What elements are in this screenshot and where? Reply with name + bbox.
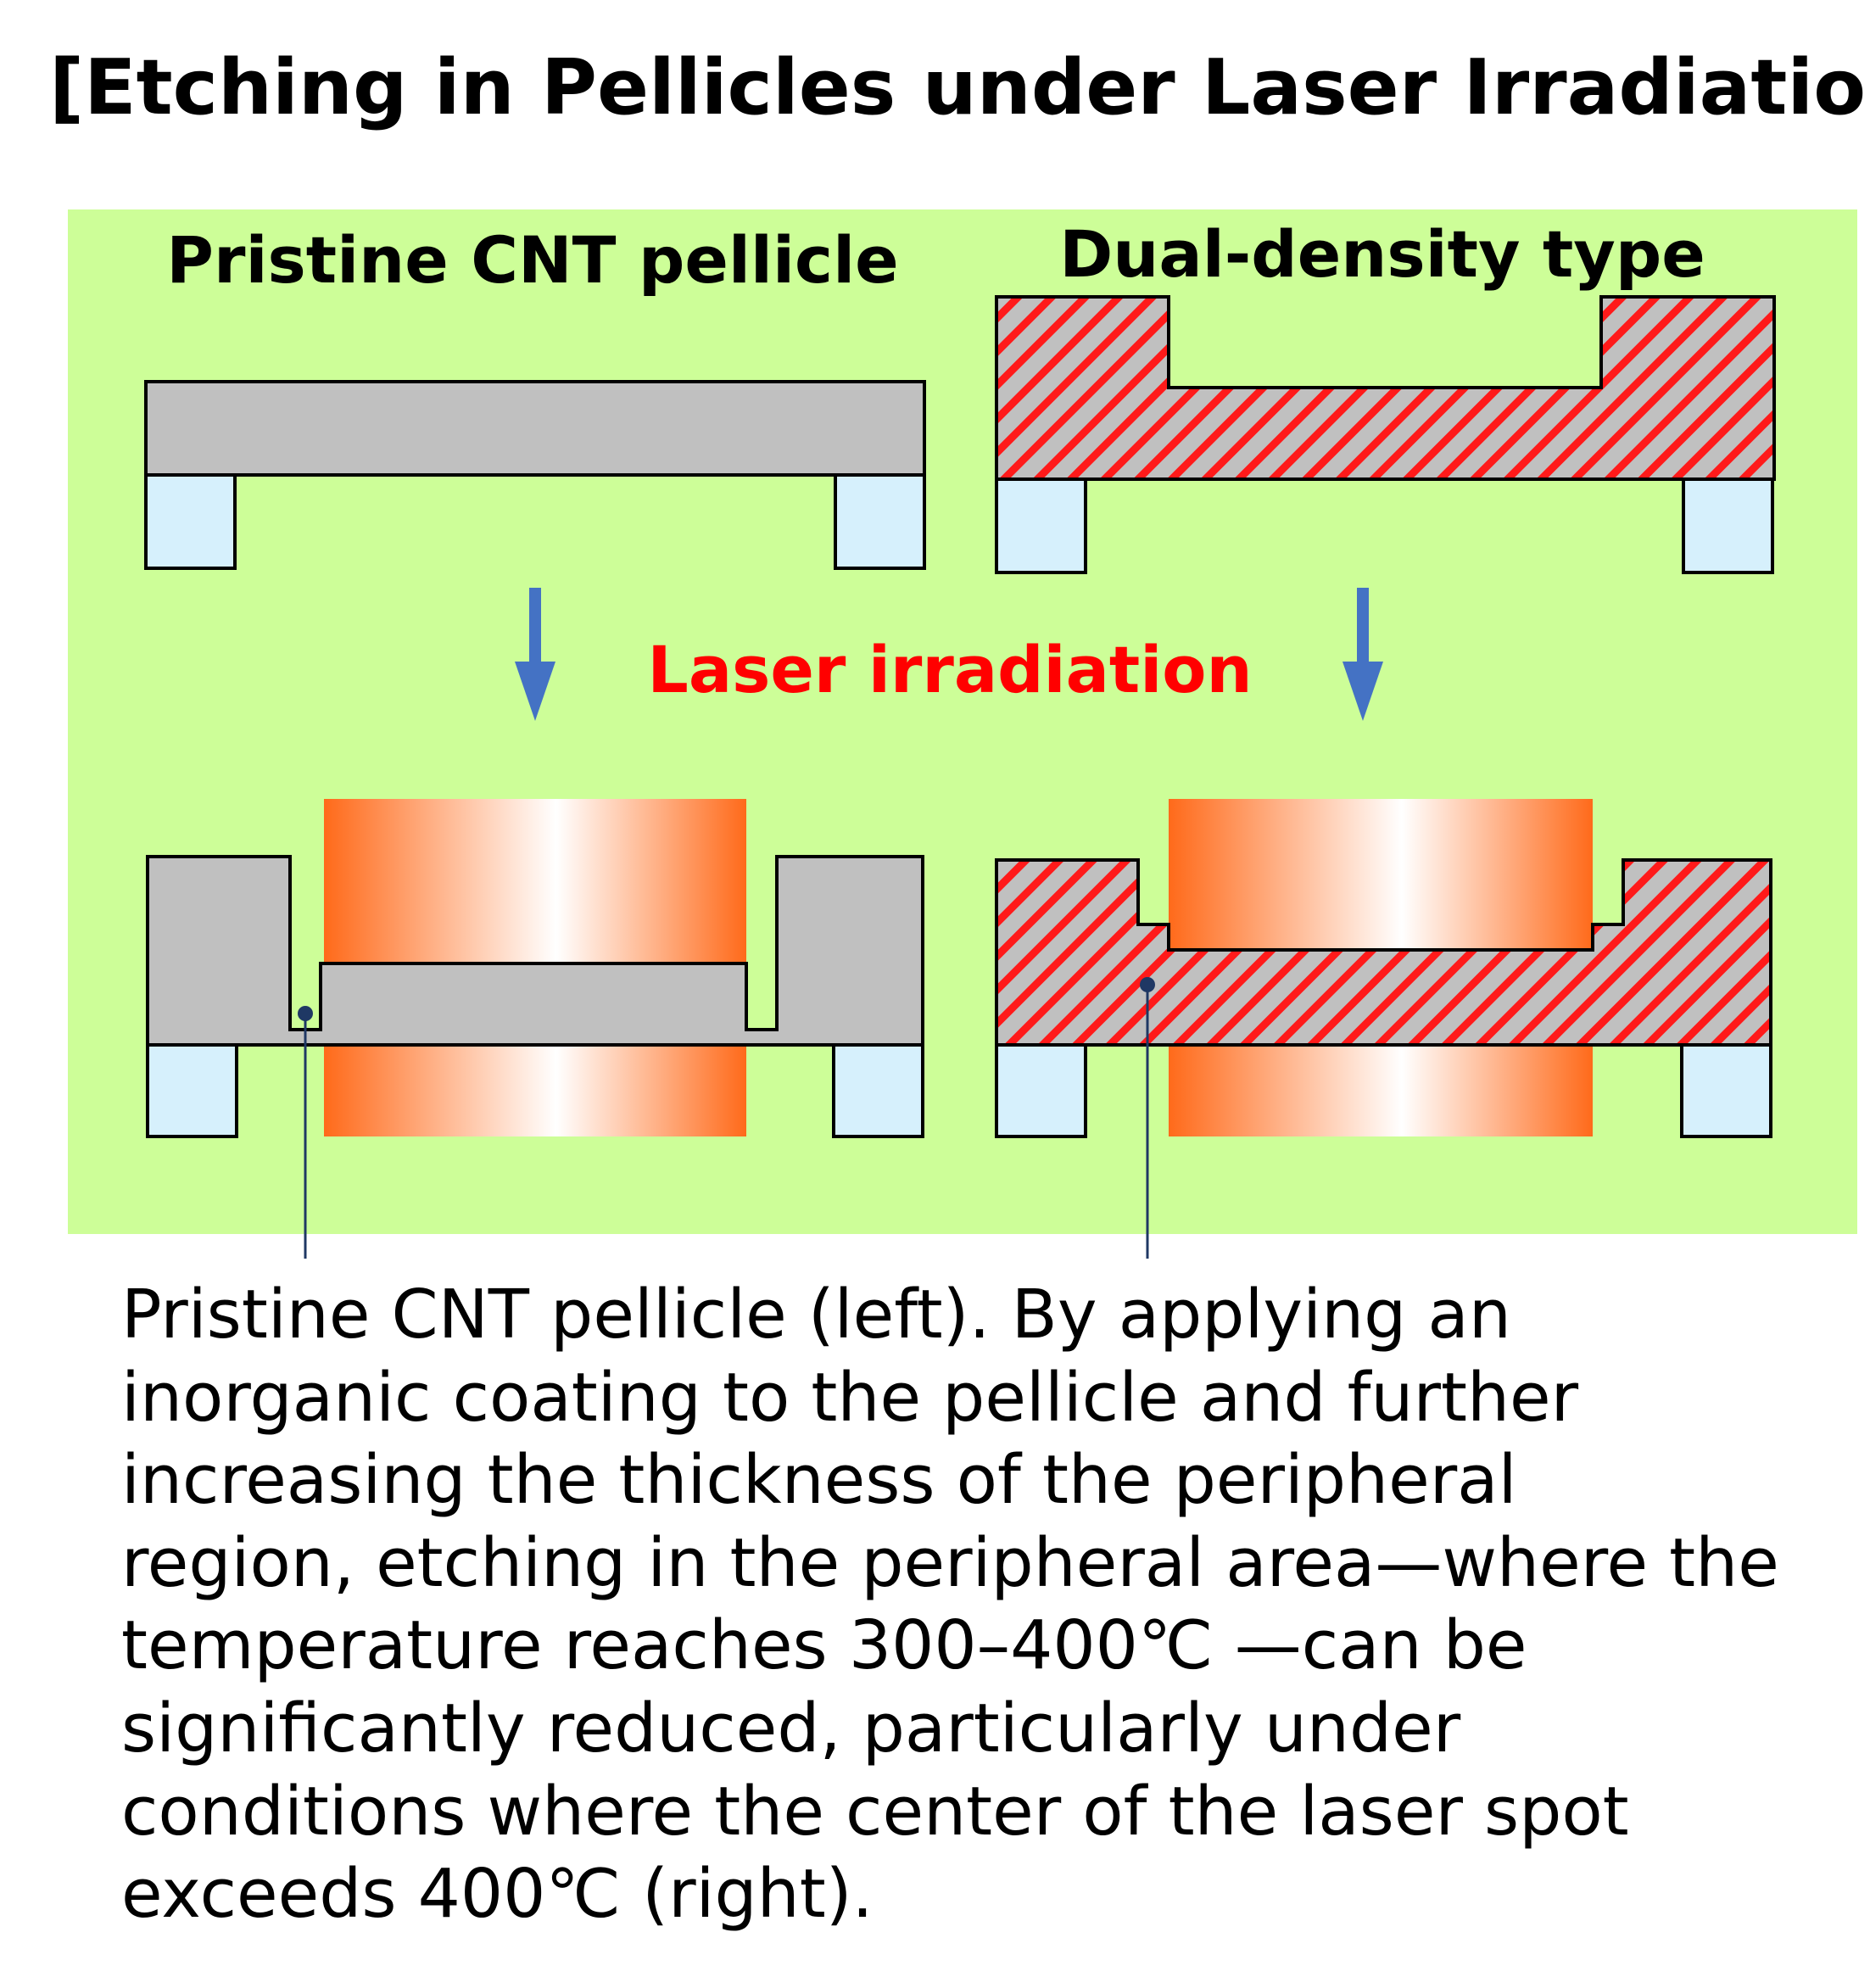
- frame-support-left: [995, 477, 1087, 574]
- etching-diagram: Pristine CNT pellicle Dual-density type …: [68, 209, 1857, 1259]
- pristine-pellicle-before: [144, 380, 926, 570]
- leader-line-right: [1140, 977, 1155, 1259]
- page-title: [Etching in Pellicles under Laser Irradi…: [49, 43, 1870, 132]
- down-arrow-icon: [1342, 588, 1383, 721]
- pristine-pellicle-after: [146, 799, 924, 1138]
- right-heading: Dual-density type: [1059, 216, 1705, 292]
- frame-support-right: [832, 1043, 924, 1138]
- leader-line-left: [298, 1006, 313, 1259]
- frame-support-left: [146, 1043, 238, 1138]
- laser-irradiation-label: Laser irradiation: [647, 632, 1252, 707]
- caption-text: Pristine CNT pellicle (left). By applyin…: [121, 1276, 1779, 1934]
- cnt-membrane: [144, 380, 926, 477]
- dual-density-pellicle-after: [995, 799, 1772, 1138]
- left-heading: Pristine CNT pellicle: [166, 222, 898, 298]
- frame-support-left: [144, 473, 237, 570]
- etched-cnt-membrane: [146, 855, 924, 1047]
- frame-support-right: [1680, 1043, 1772, 1138]
- down-arrow-icon: [515, 588, 555, 721]
- dual-density-pellicle-before: [995, 295, 1776, 574]
- frame-support-right: [1682, 477, 1774, 574]
- frame-support-left: [995, 1043, 1087, 1138]
- dual-density-membrane: [995, 295, 1776, 481]
- frame-support-right: [834, 473, 926, 570]
